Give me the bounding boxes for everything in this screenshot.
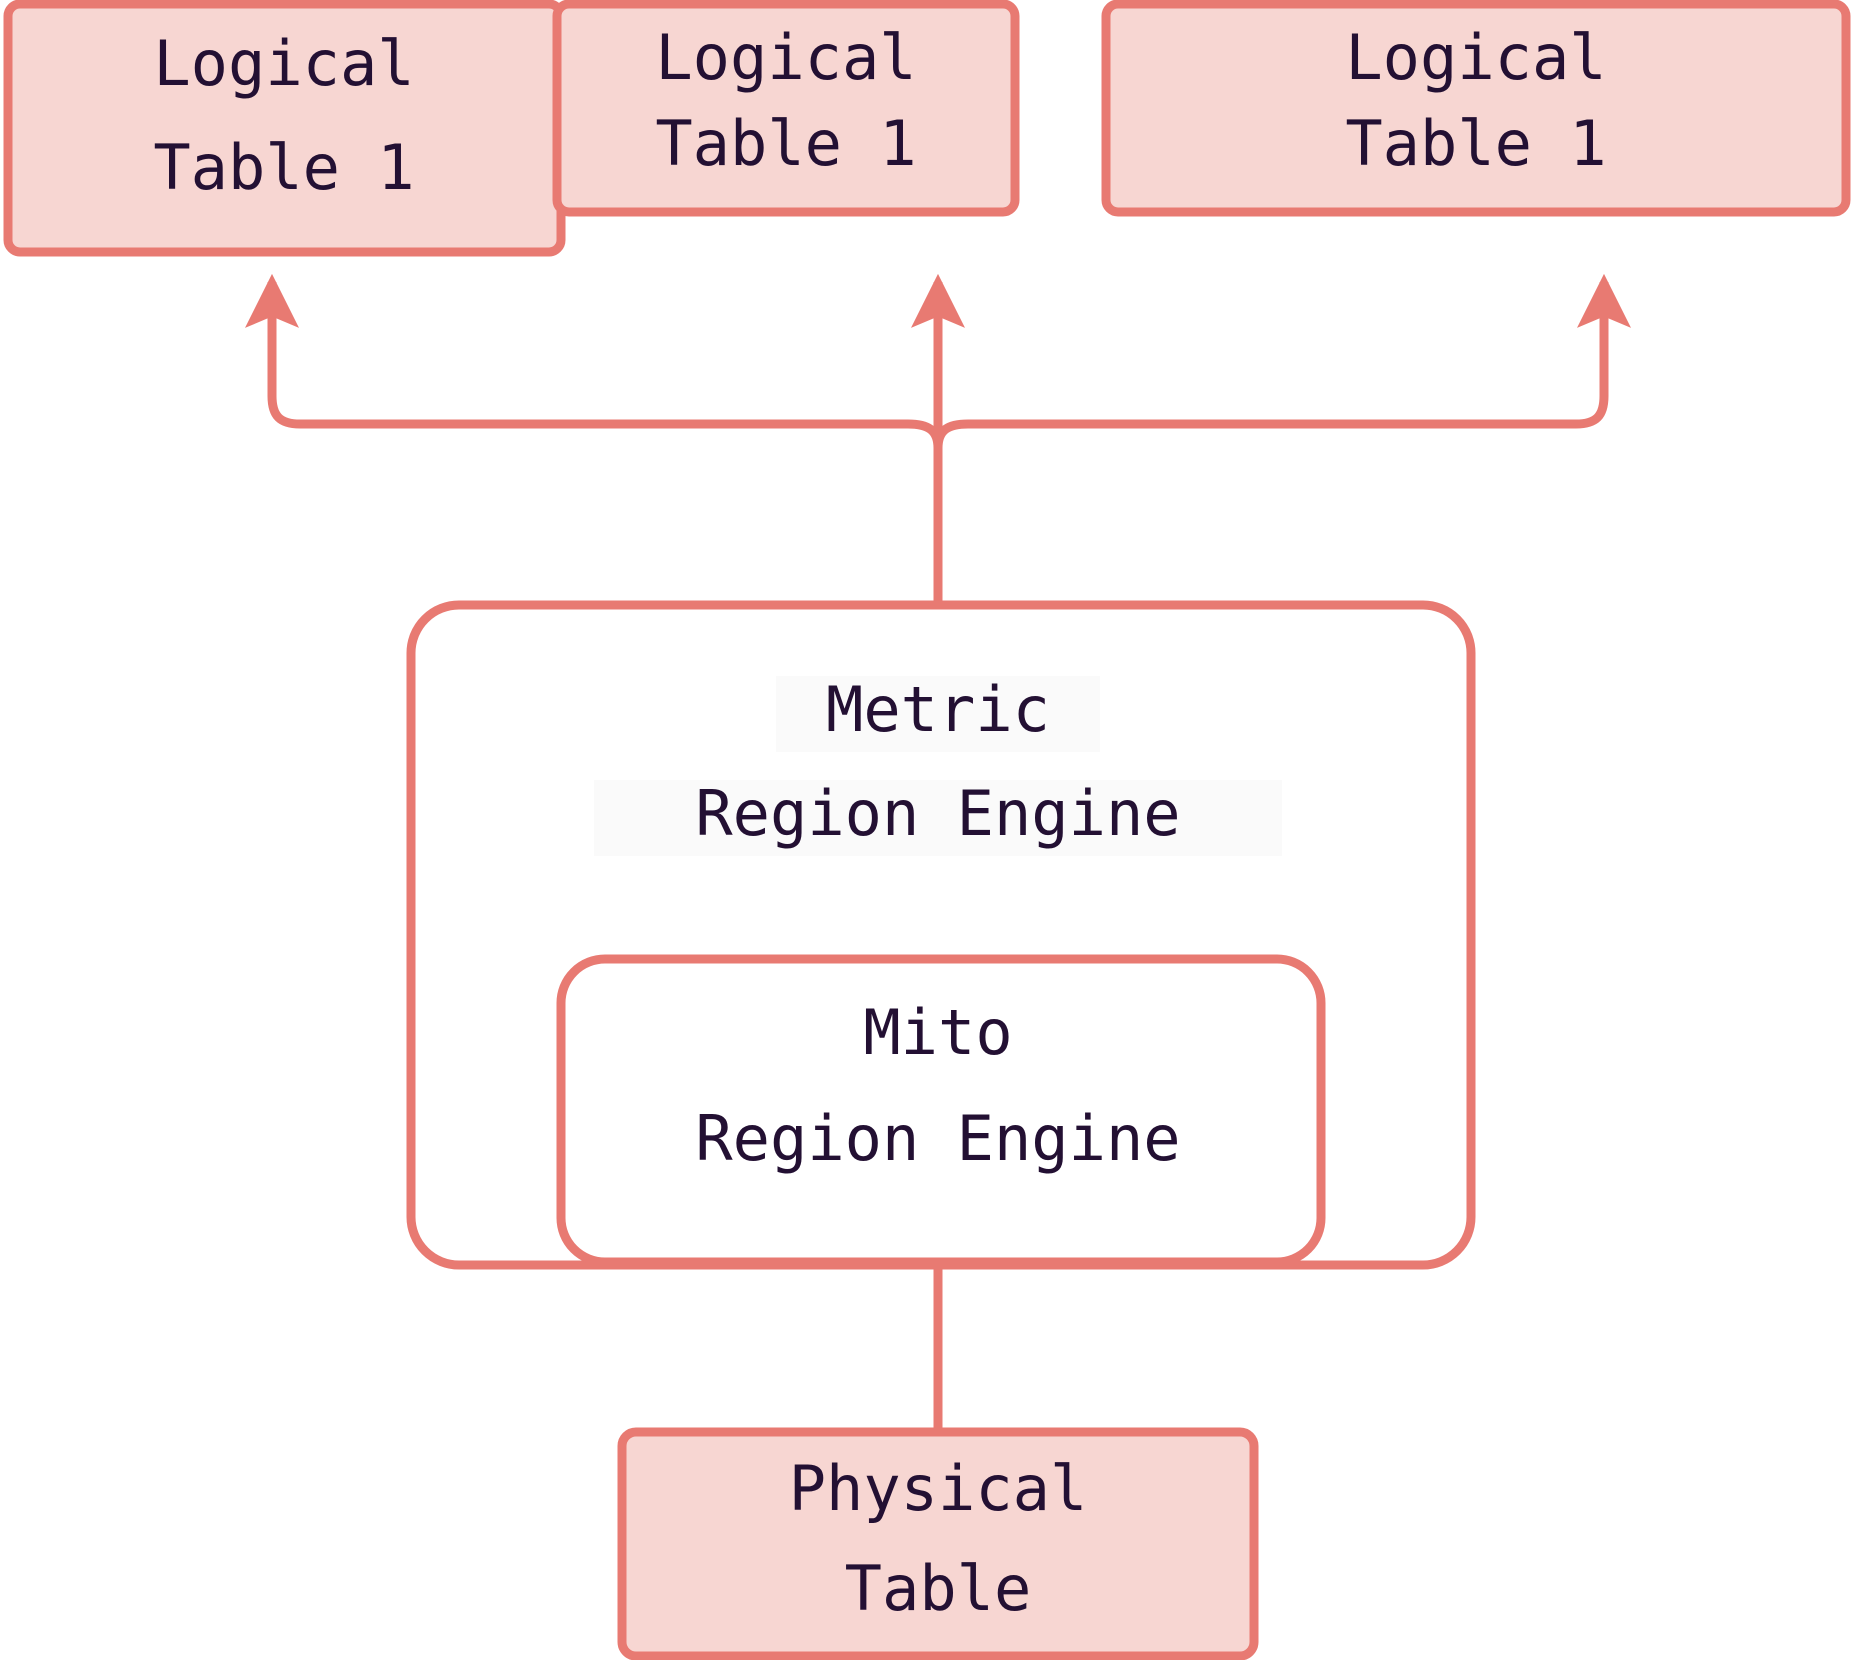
logical-table-3-label-line2: Table 1 xyxy=(1345,107,1606,180)
mito-region-engine-label-line1: Mito xyxy=(863,996,1012,1069)
logical-table-2-label-line2: Table 1 xyxy=(655,107,916,180)
metric-label-line2-highlight xyxy=(594,780,1282,856)
metric-region-engine-label-line1: Metric xyxy=(826,673,1050,746)
metric-label-line1-highlight xyxy=(776,676,1100,752)
logical-table-2-label-line1: Logical xyxy=(655,21,916,94)
node-physical-table[interactable]: Physical Table xyxy=(617,1427,1259,1660)
edge-bus-right xyxy=(933,273,1631,449)
edge-bus-left xyxy=(245,273,943,449)
node-logical-table-2[interactable]: Logical Table 1 xyxy=(552,0,1020,217)
physical-table-box[interactable] xyxy=(617,1427,1259,1660)
edge-layer xyxy=(245,273,1631,1432)
logical-table-3-label-line1: Logical xyxy=(1345,21,1606,94)
logical-table-1-label-line2: Table 1 xyxy=(153,131,414,204)
mito-region-engine-label-line2: Region Engine xyxy=(695,1102,1180,1175)
node-mito-region-engine[interactable]: Mito Region Engine xyxy=(556,954,1326,1267)
mito-region-engine-box[interactable] xyxy=(556,954,1326,1267)
physical-table-label-line2: Table xyxy=(845,1552,1032,1625)
physical-table-label-line1: Physical xyxy=(789,1452,1088,1525)
logical-table-3-box[interactable] xyxy=(1101,0,1851,217)
node-logical-table-1[interactable]: Logical Table 1 xyxy=(3,0,566,257)
logical-table-2-box[interactable] xyxy=(552,0,1020,217)
metric-region-engine-label-line2: Region Engine xyxy=(695,777,1180,850)
node-logical-table-3[interactable]: Logical Table 1 xyxy=(1101,0,1851,217)
logical-table-1-label-line1: Logical xyxy=(153,27,414,100)
